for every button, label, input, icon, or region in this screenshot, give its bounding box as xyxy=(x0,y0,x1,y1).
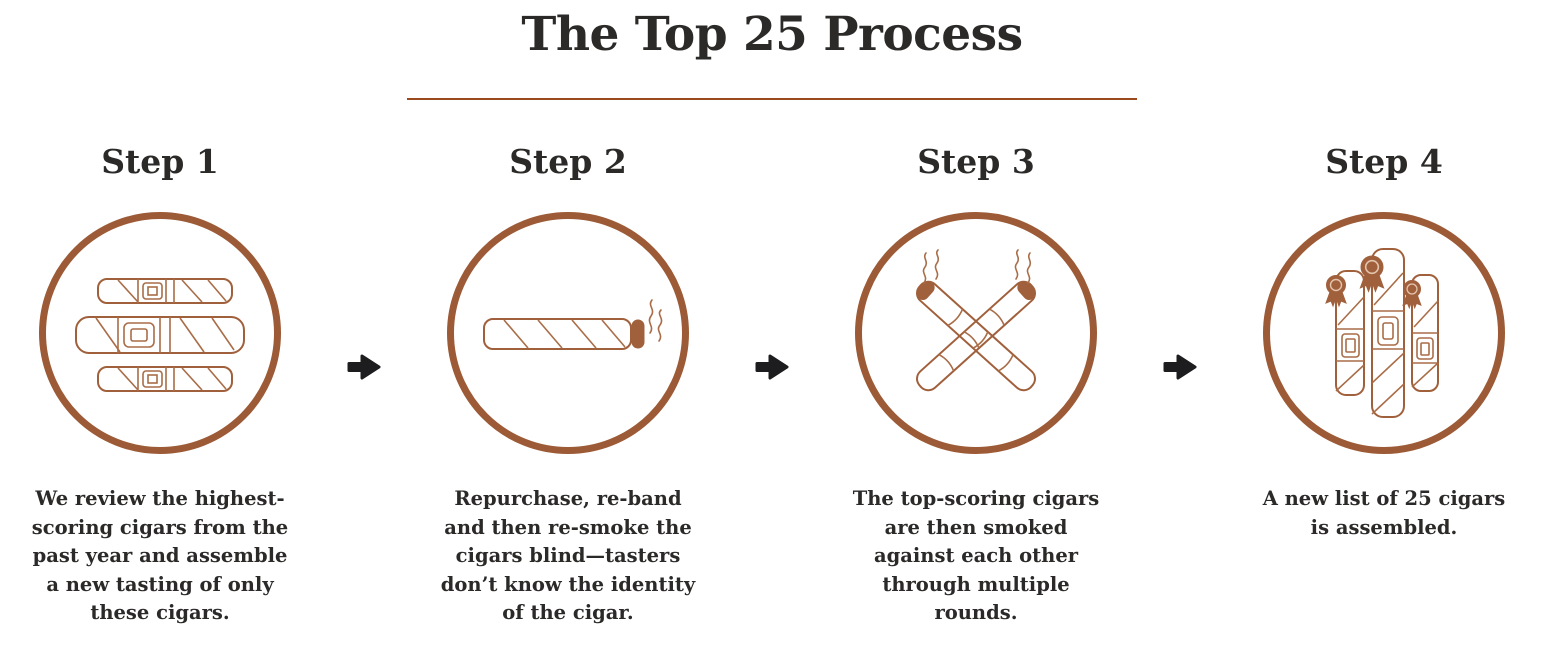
step-3-description: The top-scoring cigars are then smoked a… xyxy=(852,487,1100,624)
arrow-right-icon xyxy=(1163,354,1197,380)
step-4: Step 4 xyxy=(1240,140,1528,542)
step-2-description: Repurchase, re-band and then re-smoke th… xyxy=(440,487,696,624)
title-divider xyxy=(407,98,1137,100)
crossed-cigars-icon xyxy=(916,249,1036,392)
steps-row: Step 1 xyxy=(16,140,1528,628)
arrow-2 xyxy=(712,351,832,383)
step-4-description: A new list of 25 cigars is assembled. xyxy=(1262,487,1506,539)
step-3-circle xyxy=(855,212,1097,454)
arrow-right-icon xyxy=(755,354,789,380)
stacked-cigars-icon xyxy=(75,278,245,392)
arrow-right-icon xyxy=(347,354,381,380)
step-1: Step 1 xyxy=(16,140,304,628)
step-2: Step 2 Repurchase, re-band and then re-s… xyxy=(424,140,712,628)
step-3: Step 3 xyxy=(832,140,1120,628)
page-title: The Top 25 Process xyxy=(521,7,1023,62)
step-1-description: We review the highest-scoring cigars fro… xyxy=(31,487,289,624)
lit-cigar-icon xyxy=(483,299,663,350)
arrow-1 xyxy=(304,351,424,383)
step-3-label: Step 3 xyxy=(917,142,1035,181)
awarded-cigars-icon xyxy=(1325,248,1439,418)
step-4-circle xyxy=(1263,212,1505,454)
step-2-circle xyxy=(447,212,689,454)
arrow-3 xyxy=(1120,351,1240,383)
step-2-label: Step 2 xyxy=(509,142,627,181)
step-1-label: Step 1 xyxy=(101,142,219,181)
step-1-circle xyxy=(39,212,281,454)
step-4-label: Step 4 xyxy=(1325,142,1443,181)
